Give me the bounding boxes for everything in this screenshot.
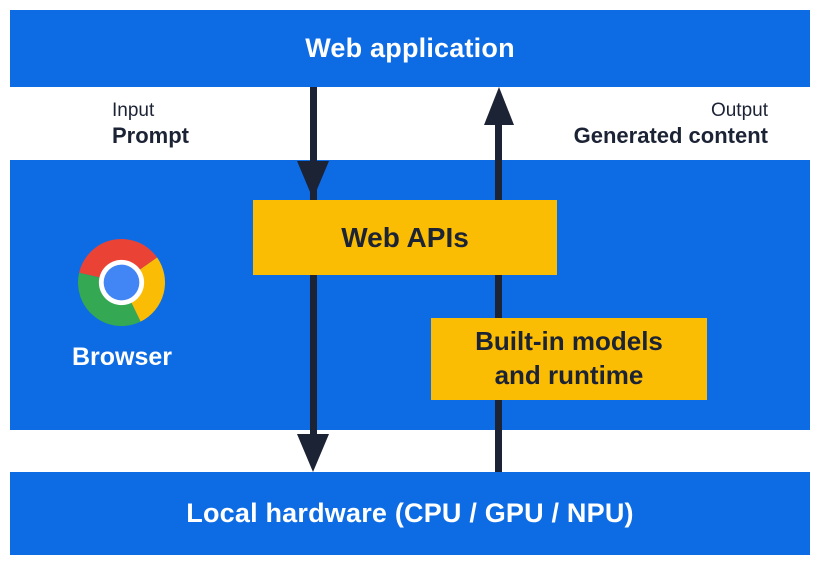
input-prompt-label: Input Prompt: [112, 100, 189, 149]
prompt-label: Prompt: [112, 122, 189, 148]
builtin-models-line2: and runtime: [494, 360, 644, 390]
output-label: Output: [710, 100, 768, 121]
generated-content-label: Generated content: [573, 122, 768, 148]
chrome-logo-icon: [78, 239, 165, 326]
down-arrowhead-to-local-hardware-icon: [297, 434, 329, 472]
local-hardware-bar: Local hardware (CPU / GPU / NPU): [10, 472, 810, 555]
builtin-models-line1: Built-in models: [475, 326, 663, 357]
output-generated-label: Output Generated content: [574, 100, 768, 149]
web-apis-label: Web APIs: [341, 221, 469, 253]
input-label: Input: [112, 100, 155, 121]
web-application-bar: Web application: [10, 10, 810, 87]
down-arrowhead-to-web-apis-icon: [297, 161, 329, 199]
browser-label: Browser: [71, 343, 173, 371]
up-arrowhead-to-web-application-icon: [484, 87, 514, 125]
web-application-label: Web application: [305, 33, 515, 63]
builtin-models-box: Built-in models and runtime: [431, 318, 707, 400]
up-arrow-line: [495, 123, 502, 472]
local-hardware-label: Local hardware (CPU / GPU / NPU): [186, 498, 634, 528]
web-apis-box: Web APIs: [253, 200, 557, 275]
